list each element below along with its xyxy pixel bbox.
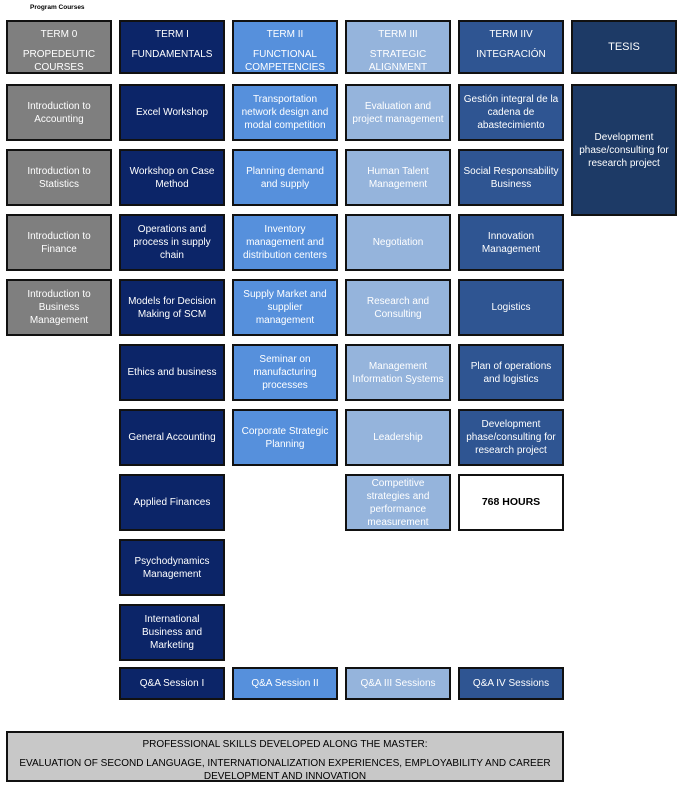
course-term4-1: Gestión integral de la cadena de abastec… [458, 84, 564, 141]
header-tesis: TESIS [571, 20, 677, 74]
header-term-4: TERM IIV INTEGRACIÓN [458, 20, 564, 74]
course-term3-2: Human Talent Management [345, 149, 451, 206]
header-term-4-subtitle: INTEGRACIÓN [476, 49, 546, 60]
course-term1-8: Psychodynamics Management [119, 539, 225, 596]
course-term2-2: Planning demand and supply [232, 149, 338, 206]
course-term2-5: Seminar on manufacturing processes [232, 344, 338, 401]
course-term2-3: Inventory management and distribution ce… [232, 214, 338, 271]
tesis-box: Development phase/consulting for researc… [571, 84, 677, 216]
professional-skills-banner: PROFESSIONAL SKILLS DEVELOPED ALONG THE … [6, 731, 564, 782]
course-term4-6: Development phase/consulting for researc… [458, 409, 564, 466]
header-term-3-subtitle: STRATEGIC ALIGNMENT [368, 49, 428, 73]
course-term0-2: Introduction to Statistics [6, 149, 112, 206]
qa-session-4: Q&A IV Sessions [458, 667, 564, 700]
header-term-2-subtitle: FUNCTIONAL COMPETENCIES [244, 49, 325, 73]
header-term-2: TERM II FUNCTIONAL COMPETENCIES [232, 20, 338, 74]
course-term3-5: Management Information Systems [345, 344, 451, 401]
course-term3-3: Negotiation [345, 214, 451, 271]
course-term1-3: Operations and process in supply chain [119, 214, 225, 271]
header-term-4-label: TERM IIV [489, 29, 533, 40]
course-term2-1: Transportation network design and modal … [232, 84, 338, 141]
course-term3-7: Competitive strategies and performance m… [345, 474, 451, 531]
course-term1-7: Applied Finances [119, 474, 225, 531]
qa-session-2: Q&A Session II [232, 667, 338, 700]
course-term0-1: Introduction to Accounting [6, 84, 112, 141]
qa-session-1: Q&A Session I [119, 667, 225, 700]
header-term-0: TERM 0 PROPEDEUTIC COURSES [6, 20, 112, 74]
professional-skills-title: PROFESSIONAL SKILLS DEVELOPED ALONG THE … [142, 739, 428, 750]
course-term2-4: Supply Market and supplier management [232, 279, 338, 336]
course-term0-3: Introduction to Finance [6, 214, 112, 271]
course-term4-3: Innovation Management [458, 214, 564, 271]
header-term-1-subtitle: FUNDAMENTALS [131, 49, 213, 60]
header-term-0-label: TERM 0 [40, 29, 78, 40]
course-term3-1: Evaluation and project management [345, 84, 451, 141]
course-term1-2: Workshop on Case Method [119, 149, 225, 206]
course-term4-2: Social Responsability Business [458, 149, 564, 206]
header-term-1: TERM I FUNDAMENTALS [119, 20, 225, 74]
course-term0-4: Introduction to Business Management [6, 279, 112, 336]
header-term-0-subtitle: PROPEDEUTIC COURSES [22, 49, 96, 73]
course-term1-5: Ethics and business [119, 344, 225, 401]
header-term-3-label: TERM III [378, 29, 418, 40]
header-term-1-label: TERM I [155, 29, 189, 40]
course-term1-4: Models for Decision Making of SCM [119, 279, 225, 336]
course-term1-9: International Business and Marketing [119, 604, 225, 661]
professional-skills-list: EVALUATION OF SECOND LANGUAGE, INTERNATI… [19, 758, 551, 782]
course-term1-6: General Accounting [119, 409, 225, 466]
course-term3-6: Leadership [345, 409, 451, 466]
course-term3-4: Research and Consulting [345, 279, 451, 336]
course-term2-6: Corporate Strategic Planning [232, 409, 338, 466]
course-term4-5: Plan of operations and logistics [458, 344, 564, 401]
page-title: Program Courses [30, 4, 85, 11]
hours-box: 768 HOURS [458, 474, 564, 531]
qa-session-3: Q&A III Sessions [345, 667, 451, 700]
course-term4-4: Logistics [458, 279, 564, 336]
header-term-3: TERM III STRATEGIC ALIGNMENT [345, 20, 451, 74]
header-term-2-label: TERM II [266, 29, 304, 40]
course-term1-1: Excel Workshop [119, 84, 225, 141]
